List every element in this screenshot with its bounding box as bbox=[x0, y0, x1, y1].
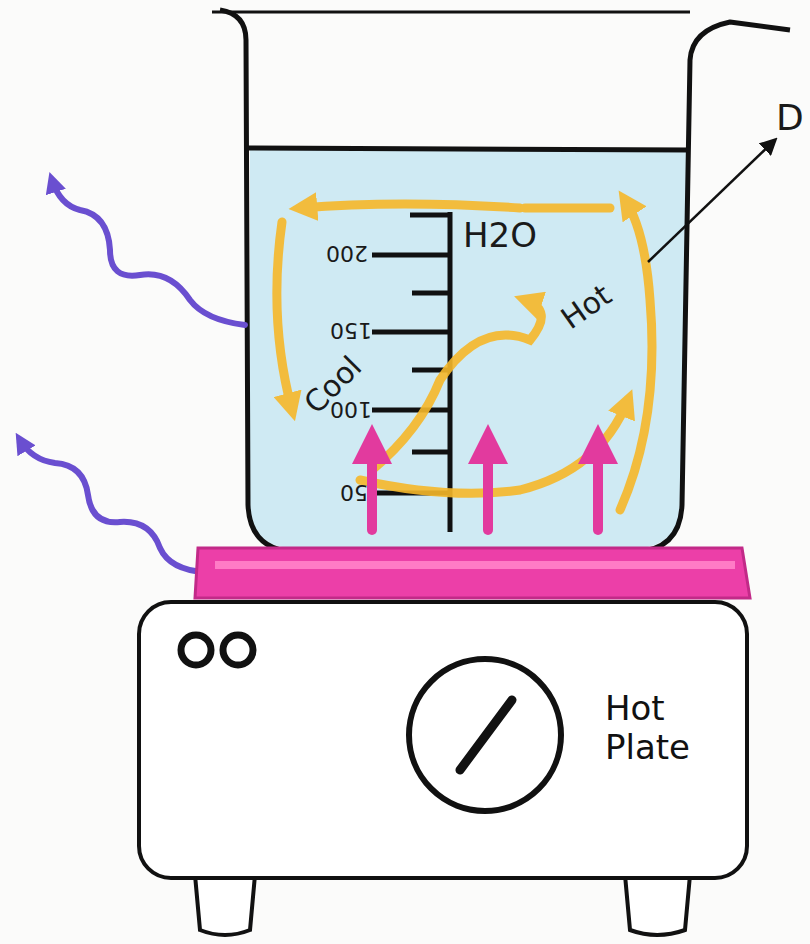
scale-number: 100 bbox=[330, 398, 372, 420]
scale-number: 50 bbox=[340, 481, 368, 503]
plate-leg bbox=[195, 875, 255, 935]
scale-number: 200 bbox=[326, 242, 368, 264]
water-surface bbox=[248, 148, 690, 150]
dial bbox=[409, 659, 561, 811]
hot-plate-body: Hot Plate bbox=[137, 600, 749, 880]
knob bbox=[223, 635, 253, 665]
heating-surface bbox=[195, 548, 750, 598]
beaker-outline bbox=[220, 10, 790, 552]
annotation-label: H2O bbox=[463, 218, 537, 252]
dial-pointer bbox=[460, 700, 512, 770]
plate-leg bbox=[625, 875, 690, 935]
water bbox=[250, 150, 688, 548]
annotation-label: D bbox=[776, 100, 804, 136]
knob bbox=[181, 635, 211, 665]
radiation-waves bbox=[20, 180, 245, 572]
device-label: Hot Plate bbox=[605, 689, 735, 767]
leader-line bbox=[648, 140, 775, 262]
heating-surface-shine bbox=[215, 561, 735, 569]
scale-number: 150 bbox=[330, 319, 372, 341]
heat-arrows bbox=[372, 440, 598, 530]
plate-body-fill bbox=[137, 600, 749, 880]
beaker-rim bbox=[212, 11, 690, 14]
